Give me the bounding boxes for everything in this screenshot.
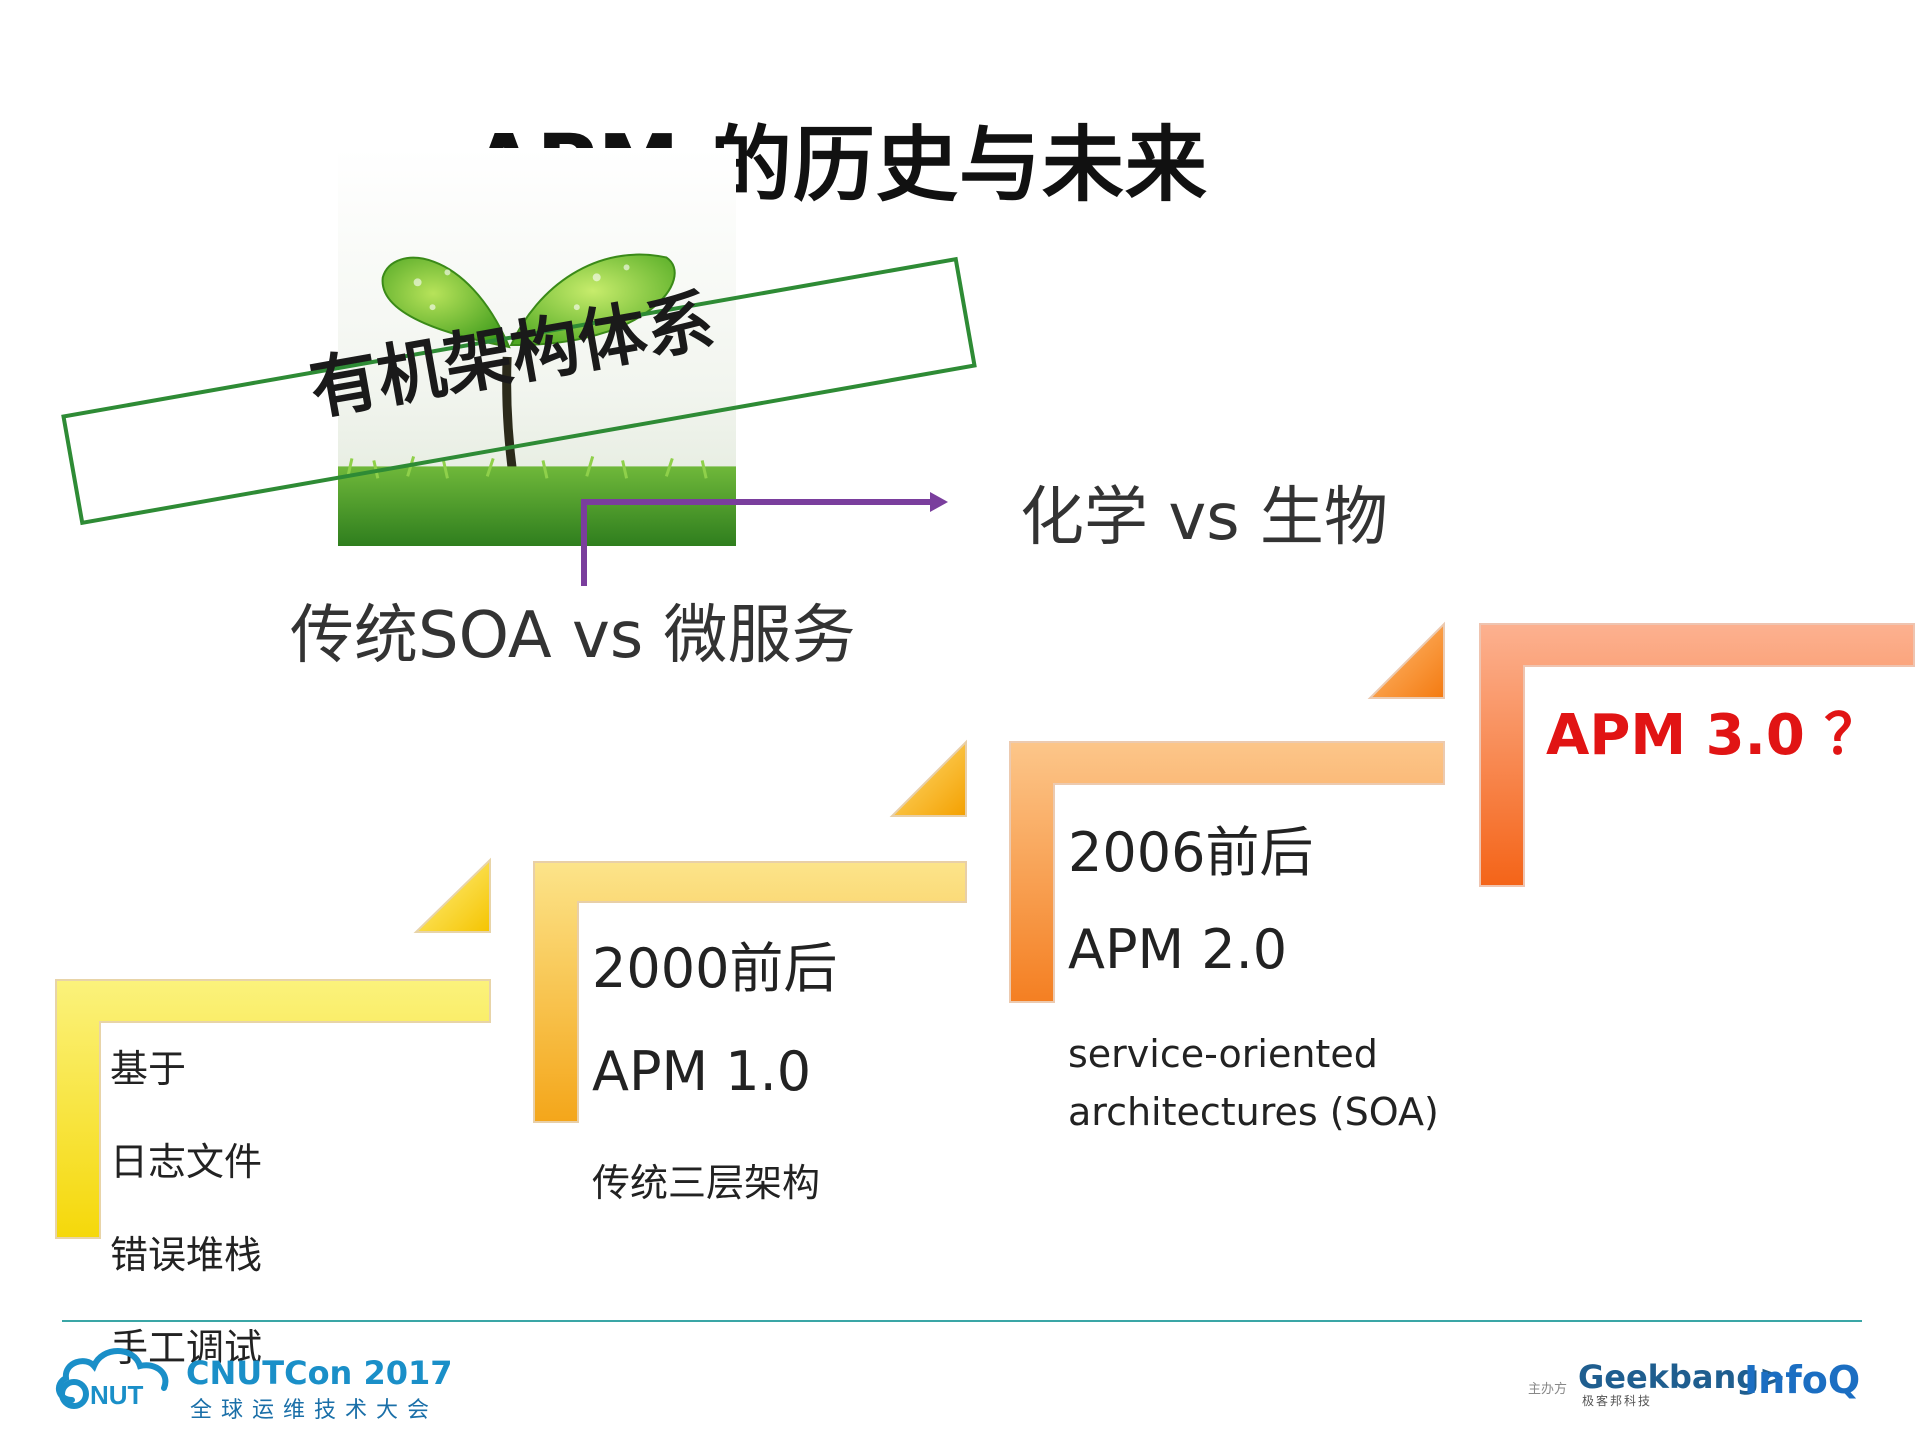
sponsor-label: 主办方	[1528, 1382, 1568, 1397]
step0-list: 基于 日志文件 错误堆栈 手工调试	[110, 1038, 262, 1410]
infoq-logo: InfoQ	[1744, 1358, 1861, 1402]
step1-triangle	[889, 739, 967, 817]
step2-bracket	[1009, 741, 1445, 1003]
cloud-logo-icon: NUT	[55, 1348, 169, 1410]
step3-bracket	[1479, 623, 1915, 887]
step1-era: 2000前后	[592, 937, 838, 1000]
step1-desc: 传统三层架构	[592, 1161, 821, 1205]
step0-item: 日志文件	[110, 1140, 263, 1184]
step2-desc-line2: architectures (SOA)	[1068, 1090, 1439, 1134]
step2-era: 2006前后	[1068, 821, 1314, 884]
footer-divider	[62, 1320, 1862, 1322]
step1-version: APM 1.0	[592, 1040, 812, 1103]
step0-item: 错误堆栈	[110, 1233, 263, 1277]
cloud-logo-mark: NUT	[90, 1380, 144, 1410]
step0-triangle	[413, 857, 491, 933]
conf-subtitle: 全球运维技术大会	[190, 1398, 439, 1423]
geekbang-subtitle: 极客邦科技	[1582, 1394, 1653, 1408]
step1-bracket	[533, 861, 967, 1123]
step0-bracket	[55, 979, 491, 1239]
chem-vs-bio-text: 化学 vs 生物	[1020, 481, 1388, 555]
conf-name: CNUTCon 2017	[186, 1354, 453, 1392]
purple-arrow-icon	[581, 492, 948, 586]
step3-version: APM 3.0 ？	[1546, 703, 1881, 768]
geekbang-logo: Geekbang>.	[1578, 1358, 1799, 1396]
step2-triangle	[1367, 621, 1445, 699]
soa-vs-micro-text: 传统SOA vs 微服务	[290, 599, 856, 673]
step2-desc-line1: service-oriented	[1068, 1032, 1378, 1076]
step2-version: APM 2.0	[1068, 918, 1288, 981]
step0-item: 基于	[110, 1047, 187, 1091]
sprout-image	[338, 148, 736, 546]
